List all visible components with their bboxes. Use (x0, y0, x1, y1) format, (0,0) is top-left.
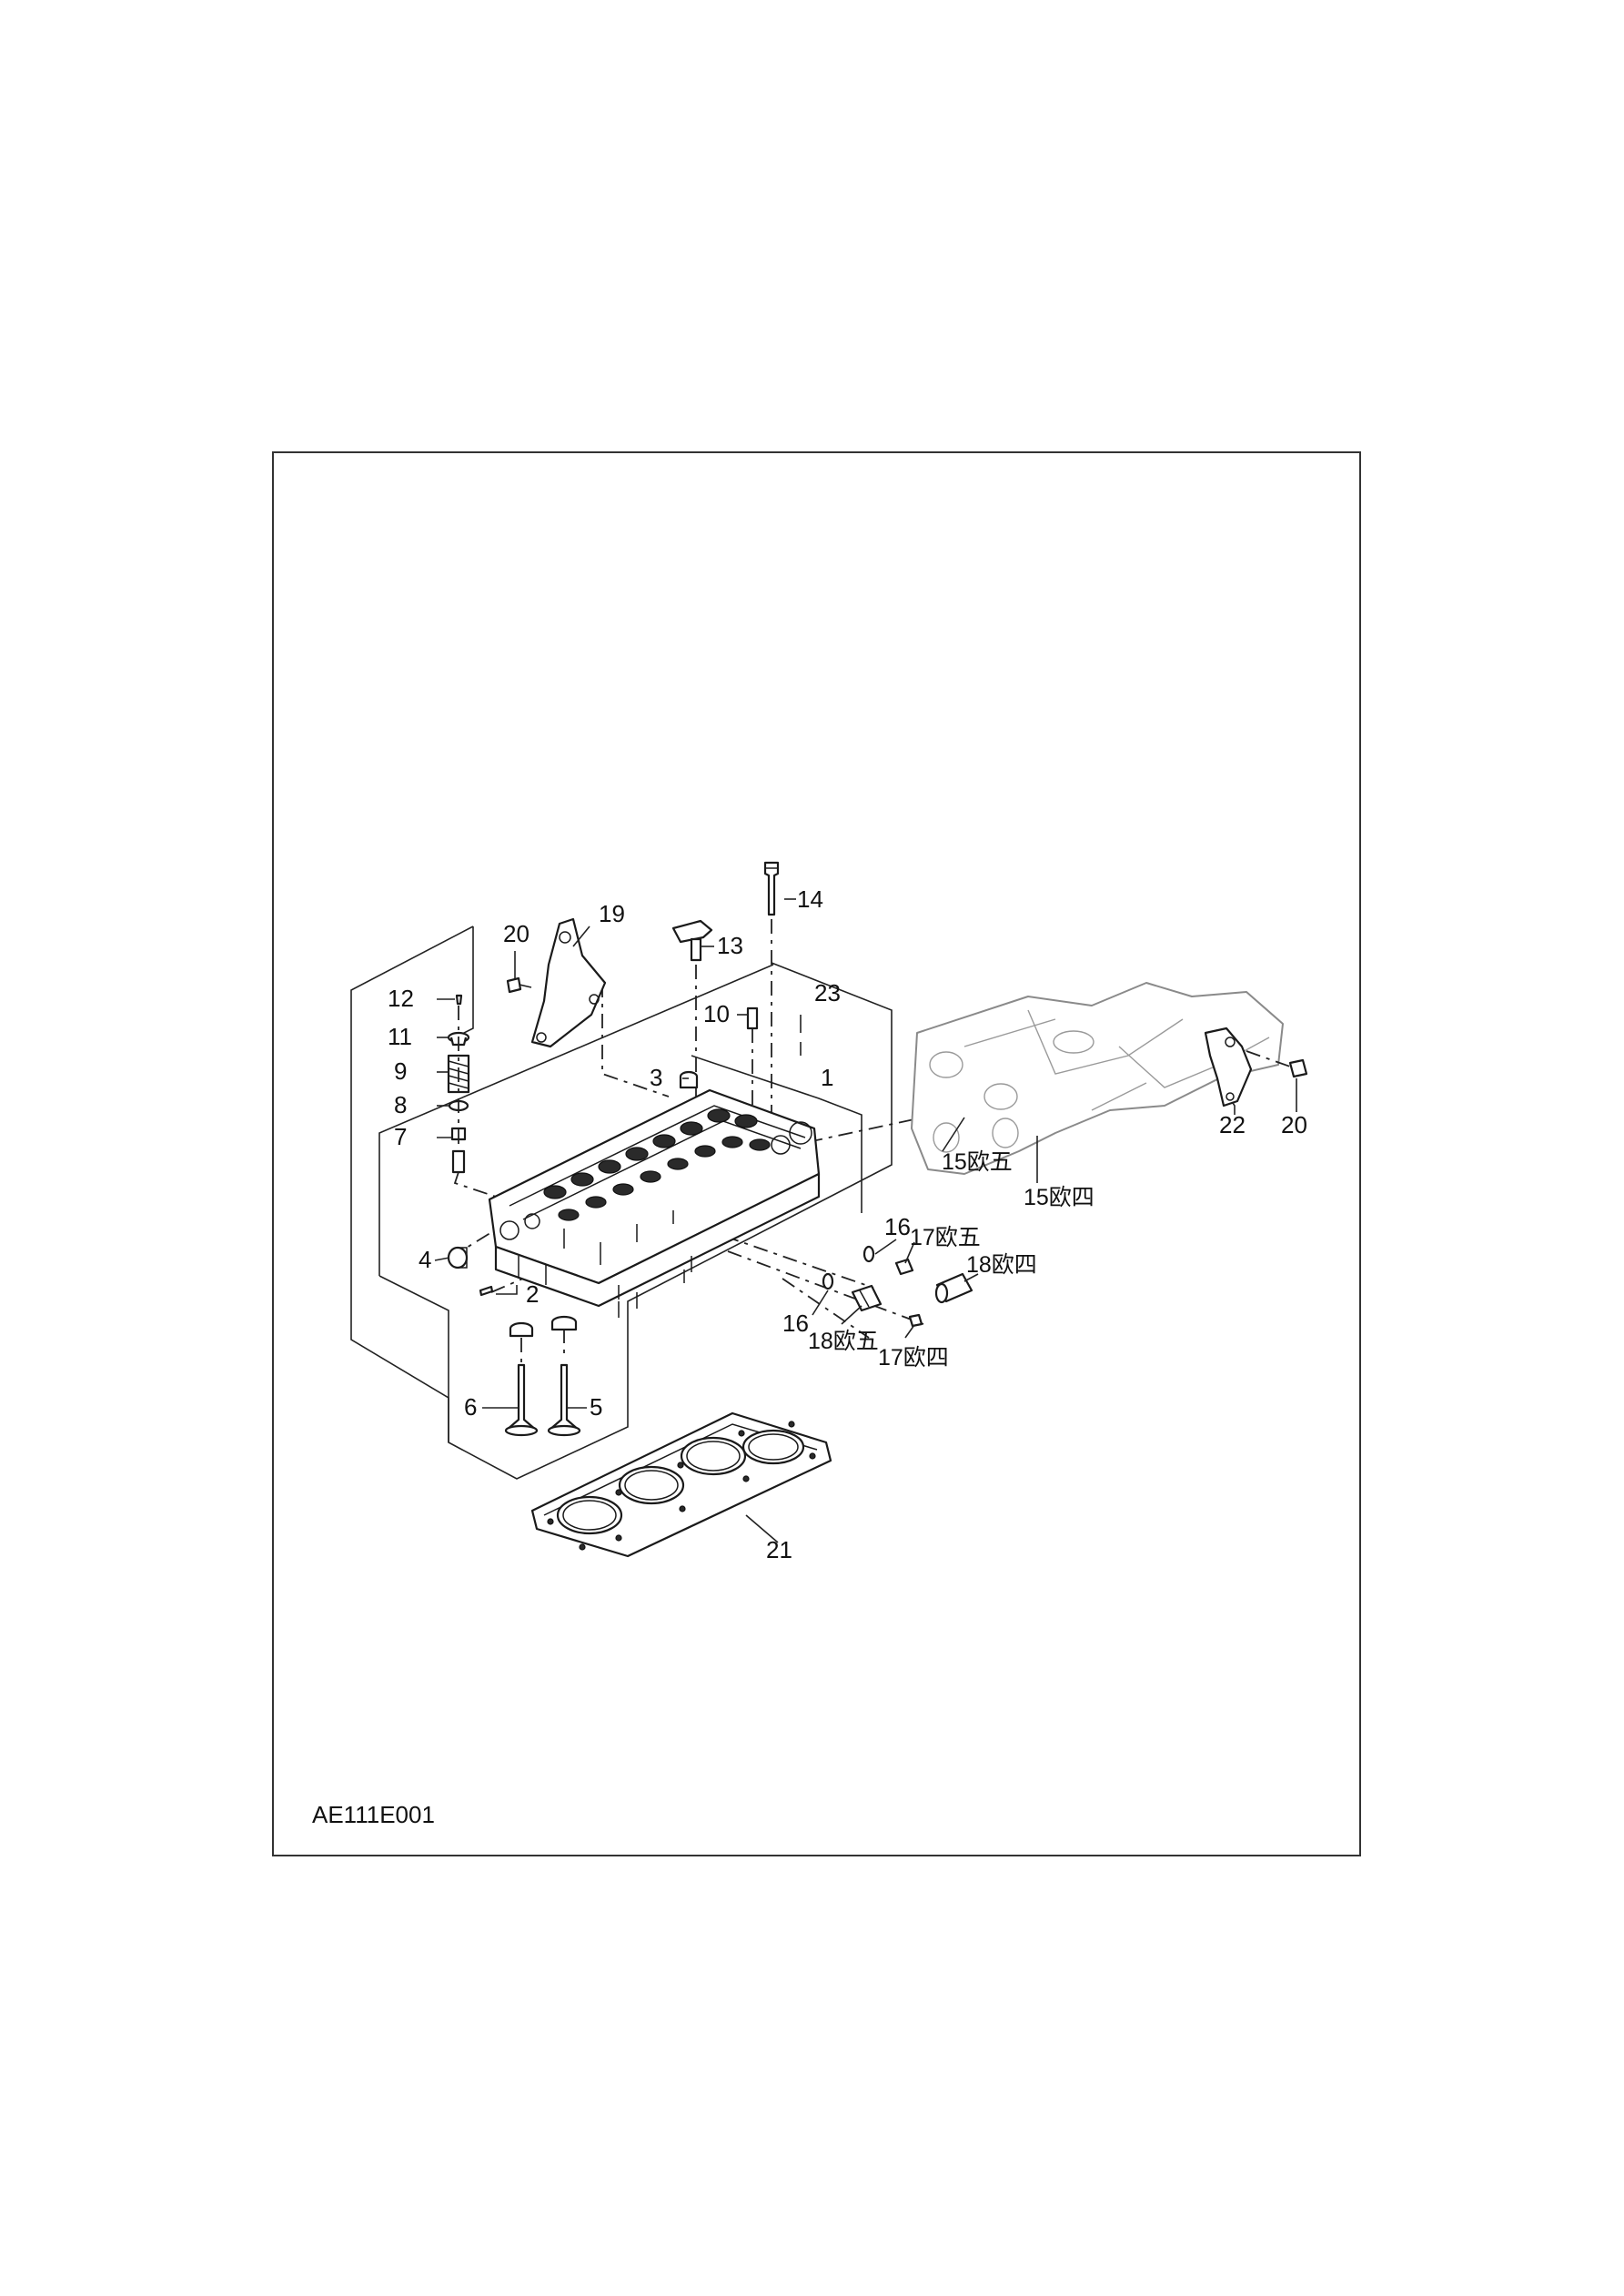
callout-19: 19 (599, 900, 625, 927)
valve-keeper-12 (455, 994, 463, 1006)
plug-3 (679, 1070, 699, 1089)
callout-15-eu4: 15欧四 (1024, 1185, 1094, 1210)
assembly-line-19 (601, 983, 670, 1097)
valve-seat-intake (550, 1315, 578, 1331)
callout-20-right: 20 (1281, 1111, 1307, 1138)
callout-8: 8 (394, 1091, 407, 1118)
plug-4 (447, 1246, 469, 1269)
callout-13: 13 (717, 932, 743, 959)
bolt-20-right (1288, 1058, 1308, 1078)
group-boundary-23 (350, 925, 893, 1480)
injector-clamp-13 (671, 919, 713, 962)
washer-16-upper (862, 1245, 875, 1263)
group-boundary-23-top (454, 926, 474, 1038)
leader-lines (434, 898, 1297, 1543)
adapter-18-eu5 (851, 1284, 883, 1312)
callout-22: 22 (1219, 1111, 1246, 1138)
callout-1: 1 (821, 1064, 833, 1091)
valve-stack (447, 994, 470, 1174)
callout-14: 14 (797, 885, 823, 913)
adapter-18-eu4 (934, 1272, 973, 1304)
callout-3: 3 (650, 1064, 662, 1091)
group-boundary-23-inner (378, 964, 774, 1442)
callout-2: 2 (526, 1280, 539, 1308)
callout-16-upper: 16 (884, 1213, 911, 1240)
callout-17-eu5: 17欧五 (910, 1225, 981, 1250)
callout-7: 7 (394, 1123, 407, 1150)
washer-16-lower (822, 1272, 834, 1290)
callout-11: 11 (388, 1023, 412, 1050)
nut-17-eu4 (908, 1313, 923, 1328)
callout-16-lower: 16 (782, 1310, 809, 1337)
callout-18-eu5: 18欧五 (808, 1329, 879, 1354)
dowel-pin-2 (479, 1285, 494, 1297)
callout-15-eu5: 15欧五 (942, 1149, 1013, 1175)
assembly-line-valves (520, 1329, 565, 1374)
cylinder-head (488, 1088, 821, 1318)
exhaust-valve-6 (504, 1363, 539, 1437)
intake-valve-5 (547, 1363, 581, 1437)
callout-9: 9 (394, 1057, 407, 1085)
callout-18-eu4: 18欧四 (966, 1252, 1037, 1278)
nut-17-eu5 (894, 1258, 914, 1276)
group-boundary-1 (691, 1055, 862, 1213)
drawing-code: AE111E001 (312, 1801, 435, 1828)
assembly-line-valve-stack (453, 1171, 497, 1198)
head-gasket-21 (530, 1411, 832, 1558)
assembly-line-2 (490, 1269, 545, 1293)
callout-10: 10 (703, 1000, 730, 1027)
callout-4: 4 (419, 1246, 431, 1273)
callout-17-eu4: 17欧四 (878, 1345, 949, 1371)
bolt-10 (746, 1006, 759, 1030)
callout-5: 5 (590, 1393, 602, 1421)
assembly-line-20-right (1246, 1050, 1291, 1067)
valve-seat-exhaust (509, 1321, 534, 1338)
callout-6: 6 (464, 1393, 477, 1421)
valve-guide (451, 1149, 466, 1174)
callout-21: 21 (766, 1536, 792, 1563)
drawing-frame (272, 451, 1361, 1856)
callout-12: 12 (388, 985, 414, 1012)
lifting-bracket-19 (530, 917, 607, 1048)
head-bolt-14 (763, 861, 780, 916)
callout-20-left: 20 (503, 920, 530, 947)
bolt-20-left (506, 976, 532, 994)
bracket-22 (1204, 1027, 1253, 1108)
callout-23: 23 (814, 979, 841, 1006)
